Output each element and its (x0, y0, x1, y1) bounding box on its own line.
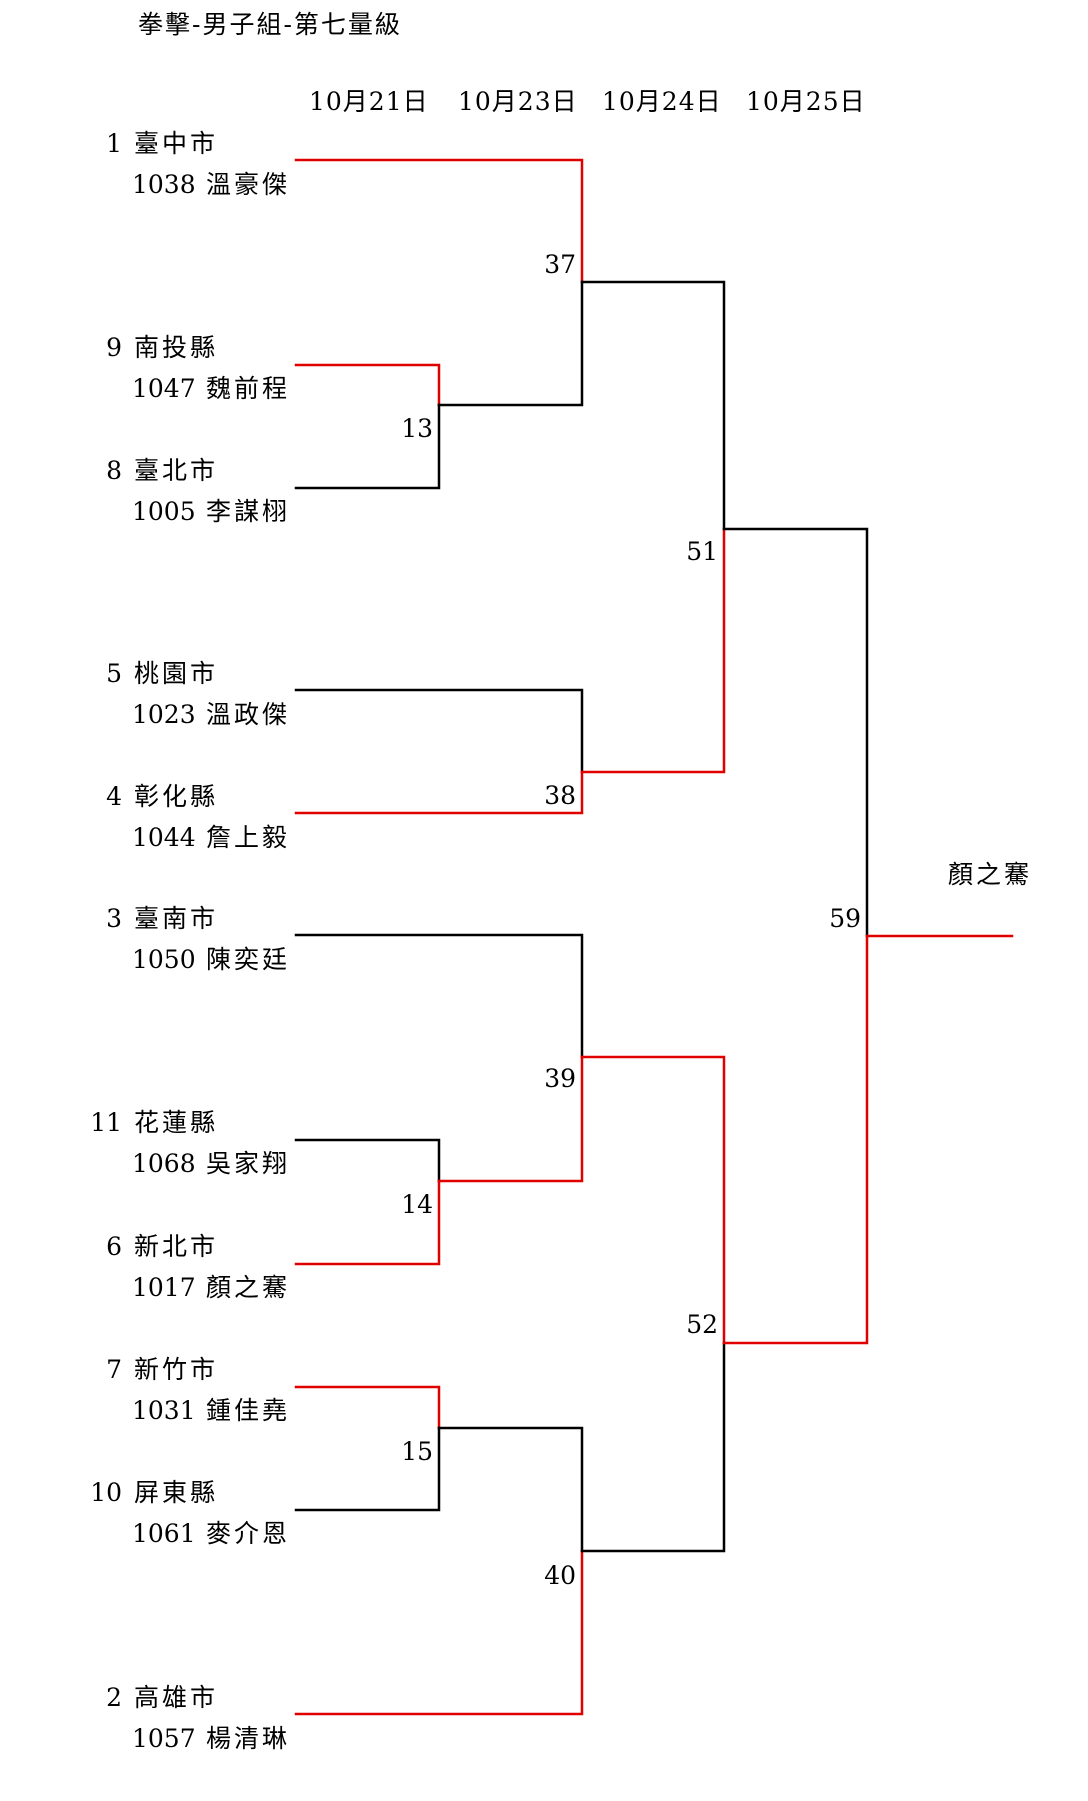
entry-seed: 3 (106, 904, 122, 933)
entry-seed: 4 (106, 782, 122, 811)
match-numbers: 13 14 15 37 38 39 40 51 52 59 (401, 250, 861, 1590)
match-number: 14 (401, 1190, 433, 1219)
entry-name: 陳奕廷 (206, 945, 290, 974)
line-entry-9 (294, 363, 441, 407)
entry-bib: 1061 (132, 1519, 196, 1548)
match-number: 38 (544, 781, 576, 810)
line-entry-5 (294, 688, 584, 774)
line-winner-15 (437, 1426, 584, 1553)
entry-11: 2 高雄市 1057 楊清琳 (106, 1683, 290, 1753)
entry-bib: 1044 (132, 823, 196, 852)
entry-name: 詹上毅 (206, 823, 290, 852)
line-entry-2 (294, 1549, 584, 1716)
entry-9: 7 新竹市 1031 鍾佳堯 (106, 1355, 290, 1425)
entry-8: 6 新北市 1017 顏之騫 (106, 1232, 290, 1302)
entry-bib: 1031 (132, 1396, 196, 1425)
match-number: 52 (686, 1310, 718, 1339)
entry-seed: 1 (106, 129, 122, 158)
round-date-4: 10月25日 (746, 87, 866, 116)
match-number: 51 (686, 537, 718, 566)
entry-bib: 1057 (132, 1724, 196, 1753)
entry-seed: 8 (106, 456, 122, 485)
entry-bib: 1068 (132, 1149, 196, 1178)
round-date-2: 10月23日 (458, 87, 578, 116)
entry-team: 新北市 (134, 1232, 218, 1261)
entry-name: 吳家翔 (206, 1149, 290, 1178)
entry-name: 溫政傑 (206, 700, 290, 729)
entry-5: 4 彰化縣 1044 詹上毅 (106, 782, 290, 852)
entry-name: 溫豪傑 (206, 170, 290, 199)
line-entry-10 (294, 1426, 441, 1512)
entry-team: 南投縣 (134, 333, 218, 362)
line-entry-4 (294, 770, 584, 815)
entry-bib: 1005 (132, 497, 196, 526)
entry-seed: 2 (106, 1683, 122, 1712)
line-winner-37 (580, 280, 726, 531)
entries: 1 臺中市 1038 溫豪傑 9 南投縣 1047 魏前程 8 臺北市 1005… (90, 129, 290, 1753)
line-winner-13 (437, 280, 584, 407)
entry-bib: 1038 (132, 170, 196, 199)
entry-name: 魏前程 (206, 374, 290, 403)
entry-team: 臺中市 (134, 129, 218, 158)
entry-seed: 6 (106, 1232, 122, 1261)
line-winner-51 (722, 527, 869, 938)
line-winner-39 (580, 1055, 726, 1345)
line-entry-8 (294, 403, 441, 490)
entry-seed: 5 (106, 659, 122, 688)
entry-7: 11 花蓮縣 1068 吳家翔 (90, 1108, 290, 1178)
bracket-title: 拳擊-男子組-第七量級 (138, 10, 402, 39)
match-number: 59 (829, 904, 861, 933)
line-entry-6 (294, 1179, 441, 1266)
entry-name: 楊清琳 (206, 1724, 290, 1753)
entry-2: 9 南投縣 1047 魏前程 (106, 333, 290, 403)
line-entry-11 (294, 1138, 441, 1183)
entry-seed: 9 (106, 333, 122, 362)
line-entry-1 (294, 158, 584, 284)
match-number: 15 (401, 1437, 433, 1466)
entry-team: 臺南市 (134, 904, 218, 933)
round-date-3: 10月24日 (602, 87, 722, 116)
entry-6: 3 臺南市 1050 陳奕廷 (106, 904, 290, 974)
match-number: 37 (544, 250, 576, 279)
entry-10: 10 屏東縣 1061 麥介恩 (90, 1478, 290, 1548)
round-date-1: 10月21日 (309, 87, 429, 116)
entry-name: 鍾佳堯 (206, 1396, 290, 1425)
entry-name: 顏之騫 (206, 1273, 290, 1302)
entry-seed: 10 (90, 1478, 122, 1507)
bracket-lines (294, 158, 1014, 1716)
entry-team: 高雄市 (134, 1683, 218, 1712)
line-entry-3 (294, 933, 584, 1059)
line-winner-52 (722, 934, 869, 1345)
line-winner-14 (437, 1055, 584, 1183)
entry-4: 5 桃園市 1023 溫政傑 (106, 659, 290, 729)
entry-team: 彰化縣 (134, 782, 218, 811)
match-number: 13 (401, 414, 433, 443)
round-dates: 10月21日 10月23日 10月24日 10月25日 (309, 87, 866, 116)
entry-team: 花蓮縣 (134, 1108, 218, 1137)
line-winner-38 (580, 527, 726, 774)
entry-bib: 1023 (132, 700, 196, 729)
entry-name: 麥介恩 (206, 1519, 290, 1548)
entry-team: 桃園市 (134, 659, 218, 688)
entry-name: 李謀栩 (206, 497, 290, 526)
entry-team: 臺北市 (134, 456, 218, 485)
entry-1: 1 臺中市 1038 溫豪傑 (106, 129, 290, 199)
match-number: 39 (544, 1064, 576, 1093)
line-entry-7 (294, 1385, 441, 1430)
entry-3: 8 臺北市 1005 李謀栩 (106, 456, 290, 526)
entry-seed: 11 (90, 1108, 122, 1137)
line-winner-40 (580, 1341, 726, 1553)
entry-team: 新竹市 (134, 1355, 218, 1384)
entry-bib: 1017 (132, 1273, 196, 1302)
match-number: 40 (544, 1561, 576, 1590)
entry-seed: 7 (106, 1355, 122, 1384)
champion-name: 顏之騫 (948, 860, 1032, 889)
entry-bib: 1047 (132, 374, 196, 403)
entry-bib: 1050 (132, 945, 196, 974)
entry-team: 屏東縣 (134, 1478, 218, 1507)
